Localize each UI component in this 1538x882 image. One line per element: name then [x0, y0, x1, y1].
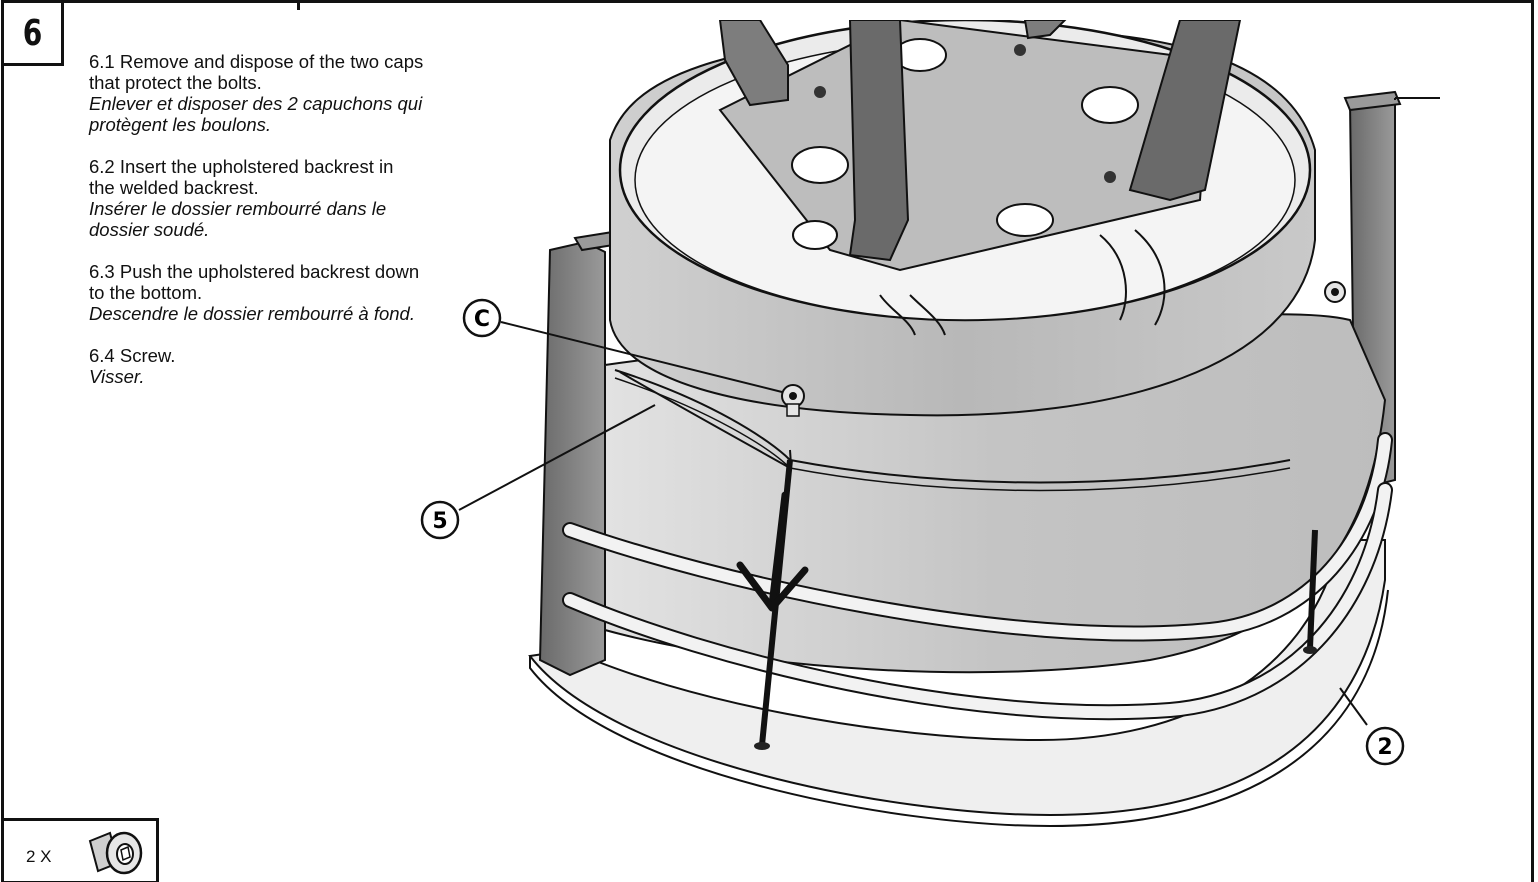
callout-c: C: [462, 298, 502, 338]
instruction-english: 6.4 Screw.: [89, 345, 176, 366]
callout-5: 5: [420, 500, 460, 540]
instruction-french: Descendre le dossier rembourré à fond.: [89, 303, 415, 324]
instruction-6-1: 6.1 Remove and dispose of the two caps t…: [89, 51, 424, 135]
instruction-english: 6.1 Remove and dispose of the two caps t…: [89, 51, 424, 93]
callout-leaders: [458, 321, 1368, 726]
instruction-english: 6.2 Insert the upholstered backrest in t…: [89, 156, 394, 198]
callout-2-label: 2: [1377, 735, 1392, 760]
welded-frame-posts: [538, 90, 1440, 677]
seat-mounting-plate: [718, 20, 1212, 272]
callout-2: 2: [1365, 726, 1405, 766]
step-number-box: 6: [1, 0, 64, 66]
seat-legs: [718, 20, 1242, 262]
instruction-french: Insérer le dossier rembourré dans le dos…: [89, 198, 387, 240]
push-down-arrow: [736, 491, 809, 612]
screws: [781, 281, 1346, 417]
front-tube-rails: [562, 432, 1393, 721]
callout-c-label: C: [474, 307, 490, 332]
step-number: 6: [22, 12, 43, 54]
parts-quantity: 2 X: [26, 847, 52, 866]
instruction-6-2: 6.2 Insert the upholstered backrest in t…: [89, 156, 424, 240]
instruction-french: Enlever et disposer des 2 capuchons qui …: [89, 93, 423, 135]
flat-head-screw-icon: [88, 831, 143, 875]
assembly-illustration: C 5 2: [420, 20, 1440, 828]
frame-divider-tick: [297, 0, 300, 10]
instruction-6-4: 6.4 Screw. Visser.: [89, 345, 424, 387]
instruction-french: Visser.: [89, 366, 145, 387]
instruction-6-3: 6.3 Push the upholstered backrest down t…: [89, 261, 424, 324]
seat-base-part-2: [528, 539, 1389, 828]
instruction-list: 6.1 Remove and dispose of the two caps t…: [89, 51, 424, 408]
instruction-english: 6.3 Push the upholstered backrest down t…: [89, 261, 420, 303]
parts-needed-box: 2 X: [1, 818, 159, 882]
callout-5-label: 5: [432, 509, 447, 534]
